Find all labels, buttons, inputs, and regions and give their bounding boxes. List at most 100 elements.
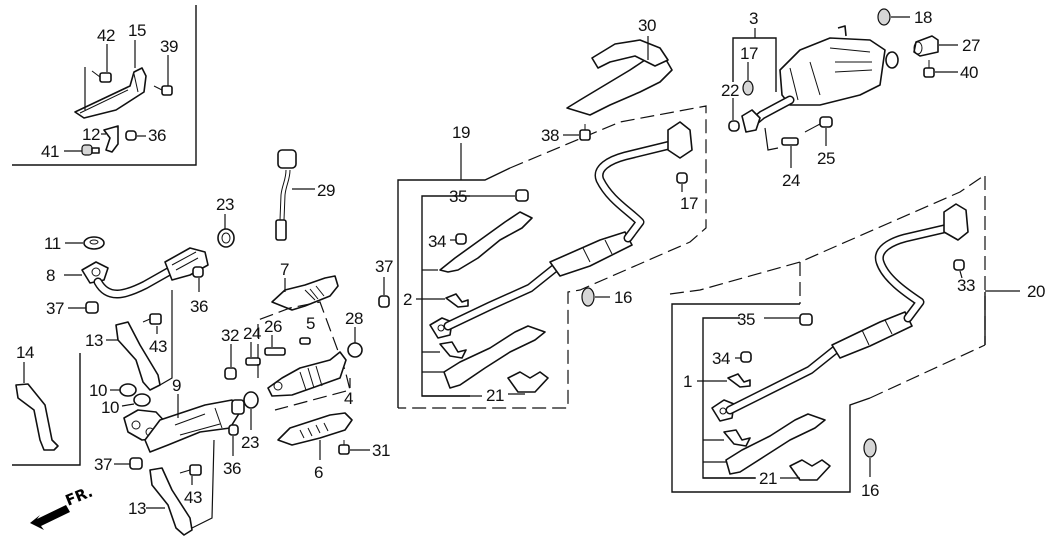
callout-11[interactable]: 11 — [44, 234, 61, 253]
callout-24[interactable]: 24 — [243, 324, 261, 343]
heat-shield-21-a[interactable] — [443, 325, 546, 389]
callout-35[interactable]: 35 — [737, 310, 755, 329]
bolt-31[interactable] — [338, 440, 350, 455]
bracket-13-lower[interactable] — [149, 467, 193, 536]
nut-37-a[interactable] — [85, 301, 99, 314]
oxygen-sensor-29[interactable] — [275, 149, 297, 241]
callout-21[interactable]: 21 — [486, 386, 504, 405]
callout-28[interactable]: 28 — [345, 309, 363, 328]
callout-2[interactable]: 2 — [403, 290, 413, 309]
callout-15[interactable]: 15 — [128, 21, 146, 40]
callout-33[interactable]: 17 — [680, 194, 698, 213]
heat-shield-small-upper[interactable] — [439, 211, 533, 273]
callout-32[interactable]: 32 — [221, 326, 239, 345]
mount-16-b[interactable] — [863, 438, 877, 458]
callout-37[interactable]: 37 — [375, 257, 393, 276]
clamp-a[interactable] — [507, 371, 549, 393]
exhaust-pipe-9[interactable] — [123, 399, 245, 453]
callout-13[interactable]: 13 — [85, 331, 103, 350]
callout-36[interactable]: 36 — [148, 126, 166, 145]
heat-shield-6[interactable] — [277, 412, 353, 446]
nut-33-a[interactable] — [676, 172, 688, 184]
heat-shield-30-upper[interactable] — [591, 39, 669, 69]
stay-2[interactable] — [445, 293, 469, 308]
callout-29[interactable]: 29 — [317, 181, 335, 200]
callout-27[interactable]: 27 — [962, 36, 980, 55]
bracket-14[interactable] — [15, 383, 59, 451]
callout-34[interactable]: 34 — [712, 349, 730, 368]
callout-30[interactable]: 30 — [638, 16, 656, 35]
callout-8[interactable]: 8 — [46, 266, 56, 285]
exhaust-pipe-19[interactable] — [429, 121, 693, 339]
callout-21[interactable]: 21 — [759, 469, 777, 488]
callout-26[interactable]: 26 — [264, 317, 282, 336]
catalytic-converter-4[interactable] — [267, 351, 347, 397]
callout-14[interactable]: 14 — [16, 343, 34, 362]
callout-20[interactable]: 20 — [1027, 282, 1045, 301]
callout-37[interactable]: 37 — [94, 455, 112, 474]
gasket-28[interactable] — [347, 342, 363, 358]
bolt-38[interactable] — [579, 124, 591, 141]
callout-5[interactable]: 5 — [306, 314, 316, 333]
callout-10[interactable]: 10 — [101, 398, 119, 417]
callout-38[interactable]: 38 — [541, 126, 559, 145]
stud-5[interactable] — [299, 337, 311, 345]
nut-33-b[interactable] — [953, 259, 965, 271]
nut-36-c[interactable] — [228, 424, 239, 436]
callout-4[interactable]: 4 — [344, 389, 354, 408]
nut-35-b[interactable] — [799, 313, 813, 326]
gasket-23-upper[interactable] — [217, 228, 235, 248]
gasket-22[interactable] — [728, 120, 740, 132]
clamp-b[interactable] — [789, 459, 831, 481]
bolt-42[interactable] — [91, 70, 112, 83]
callout-40[interactable]: 40 — [960, 63, 978, 82]
spring-24-front[interactable] — [245, 357, 261, 366]
callout-41[interactable]: 41 — [41, 142, 59, 161]
heat-shield-7[interactable] — [271, 275, 339, 311]
callout-1[interactable]: 1 — [683, 372, 693, 391]
stay-clamp-b[interactable] — [723, 429, 751, 447]
bolt-25[interactable] — [804, 116, 833, 133]
callout-10[interactable]: 10 — [89, 381, 107, 400]
callout-25[interactable]: 25 — [817, 149, 835, 168]
callout-19[interactable]: 19 — [452, 123, 470, 142]
heat-shield-30[interactable] — [566, 57, 673, 116]
gasket-23-lower[interactable] — [243, 391, 259, 409]
bolt-39[interactable] — [153, 85, 173, 96]
callout-7[interactable]: 7 — [280, 260, 290, 279]
gasket-10-a[interactable] — [119, 383, 137, 397]
nut-35-a[interactable] — [515, 189, 529, 202]
callout-42[interactable]: 42 — [97, 26, 115, 45]
callout-36[interactable]: 36 — [190, 297, 208, 316]
mount-18[interactable] — [877, 8, 891, 26]
callout-37[interactable]: 37 — [46, 299, 64, 318]
bolt-26[interactable] — [264, 347, 286, 356]
callout-13[interactable]: 13 — [128, 499, 146, 518]
bolt-43-upper[interactable] — [142, 313, 162, 325]
nut-32[interactable] — [224, 367, 237, 380]
callout-17[interactable]: 17 — [740, 44, 758, 63]
gasket-11[interactable] — [83, 236, 105, 250]
bolt-40[interactable] — [923, 60, 935, 78]
exhaust-pipe-20[interactable] — [711, 203, 969, 422]
callout-12[interactable]: 12 — [82, 125, 100, 144]
callout-23[interactable]: 23 — [216, 195, 234, 214]
callout-33[interactable]: 33 — [957, 276, 975, 295]
finisher-27[interactable] — [913, 35, 939, 57]
mount-17[interactable] — [742, 80, 754, 96]
bolt-43-lower[interactable] — [179, 464, 202, 476]
bracket-15[interactable] — [74, 67, 147, 119]
callout-39[interactable]: 39 — [160, 37, 178, 56]
callout-35[interactable]: 35 — [449, 187, 467, 206]
nut-37-b[interactable] — [129, 457, 143, 470]
bracket-12[interactable] — [103, 125, 119, 153]
heat-shield-21-b[interactable] — [725, 413, 826, 475]
mount-16-a[interactable] — [581, 287, 595, 307]
callout-18[interactable]: 18 — [914, 8, 932, 27]
mount-41[interactable] — [81, 144, 100, 156]
callout-34[interactable]: 34 — [428, 232, 446, 251]
callout-24[interactable]: 24 — [782, 171, 800, 190]
callout-43[interactable]: 43 — [149, 337, 167, 356]
nut-34-b[interactable] — [740, 351, 752, 363]
callout-22[interactable]: 22 — [721, 81, 739, 100]
